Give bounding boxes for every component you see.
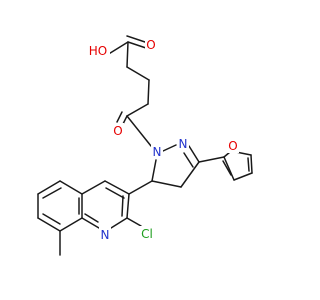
- bond-furan-c5-c4-double: [247, 157, 250, 172]
- bond-c-o-double-a: [127, 41, 147, 49]
- bond-ch2-ch2b: [147, 79, 150, 105]
- bond-c3-c4: [180, 161, 200, 188]
- atom-chloro: Cl: [137, 226, 157, 242]
- bond-q-n-c8a-double: [84, 213, 99, 223]
- bond-q-c2-cl: [126, 217, 142, 227]
- bond-c4-c5: [151, 180, 182, 188]
- bond-furan-c4-c3: [233, 172, 253, 181]
- atom-carboxyl-o-label: O: [146, 38, 155, 52]
- bond-q-c3-c2-double: [121, 195, 124, 217]
- atom-hydroxyl: HO: [86, 43, 110, 59]
- bond-q-c7-c8-double: [42, 213, 61, 225]
- atom-quinoline-n: N: [99, 227, 111, 242]
- atom-amide-o: O: [112, 123, 124, 138]
- bond-n1-n2: [162, 144, 177, 152]
- atom-pyrazoline-n2: N: [177, 136, 189, 151]
- bond-amide-co-b: [116, 111, 123, 123]
- atom-chloro-label: Cl: [141, 227, 153, 241]
- bond-q-c8-c8a: [59, 217, 83, 232]
- bond-q-c2-n: [110, 217, 128, 229]
- bond-q-c3-c2: [126, 193, 130, 219]
- molecule-structure: HO O O N N O N Cl: [37, 35, 253, 256]
- atom-pyrazoline-n1-label: N: [153, 145, 162, 159]
- bond-c-ch2: [126, 41, 129, 68]
- bond-q-c4a-c4: [81, 180, 106, 195]
- atom-quinoline-n-label: N: [101, 228, 110, 242]
- bond-q-c4-c3-double: [105, 187, 125, 199]
- bond-c5-quinoline: [128, 180, 153, 195]
- atom-pyrazoline-n2-label: N: [179, 137, 188, 151]
- atom-pyrazoline-n1: N: [151, 144, 163, 159]
- bond-n2-c3: [188, 145, 200, 163]
- bond-c5-n1: [151, 159, 157, 182]
- atom-furan-o: O: [227, 138, 239, 153]
- atom-hydroxyl-label: HO: [89, 44, 107, 58]
- bond-q-n-c8a: [81, 217, 100, 229]
- bond-q-c5-c6-double: [42, 187, 62, 199]
- bond-furan-c3-c2-double: [222, 160, 232, 176]
- atom-carboxyl-o: O: [145, 37, 157, 52]
- bond-q-c7-c8: [37, 217, 61, 232]
- atom-furan-o-label: O: [228, 139, 237, 153]
- bond-c-o-double-b: [126, 35, 146, 43]
- bond-n2-c3-double: [183, 152, 194, 168]
- atom-amide-o-label: O: [113, 124, 122, 138]
- bond-ch2-ch2: [126, 66, 150, 81]
- bond-carbonyl-n1: [126, 115, 152, 147]
- bond-q-c4a-c5: [59, 180, 83, 195]
- bond-lines: [37, 35, 253, 256]
- bond-furan-c5-c4: [250, 154, 253, 174]
- bond-oh-c: [106, 41, 129, 56]
- bond-q-c5-c6: [37, 180, 61, 195]
- bond-ch2-carbonyl: [126, 103, 149, 117]
- bond-q-c4-c3: [104, 180, 130, 195]
- bond-furan-c3-c2: [223, 156, 235, 181]
- bond-c3-furan: [198, 156, 225, 163]
